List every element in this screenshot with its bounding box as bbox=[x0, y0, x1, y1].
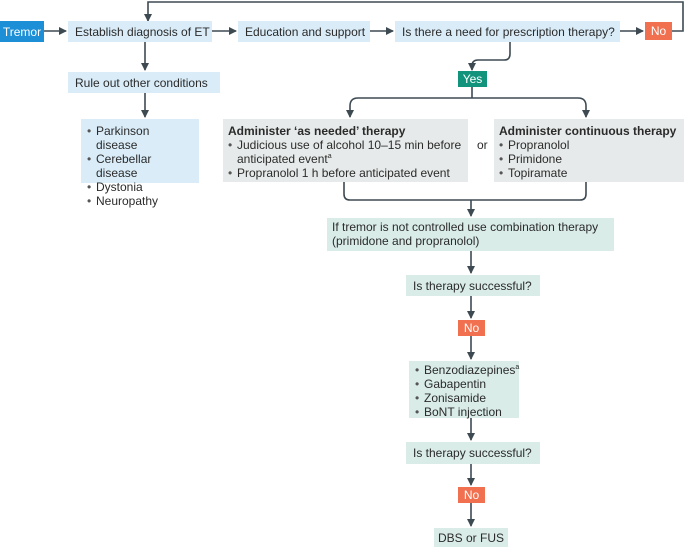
list-item: Propranolol 1 h before anticipated event bbox=[228, 166, 463, 180]
as-needed-item-1-text: Judicious use of alcohol 10–15 min befor… bbox=[237, 138, 462, 166]
arrow-yes-to-continuous bbox=[472, 97, 590, 118]
arrow-branches-to-combination bbox=[343, 182, 587, 201]
list-item: Propranolol bbox=[499, 138, 679, 152]
education-support-node: Education and support bbox=[238, 21, 370, 42]
or-label: or bbox=[477, 138, 488, 152]
no-badge-3: No bbox=[458, 487, 485, 503]
conditions-list-node: Parkinson disease Cerebellar disease Dys… bbox=[81, 119, 199, 208]
prescription-question-node: Is there a need for prescription therapy… bbox=[395, 21, 620, 42]
no-badge-2: No bbox=[458, 320, 485, 336]
list-item: Topiramate bbox=[499, 166, 679, 180]
list-item: Cerebellar disease bbox=[87, 152, 193, 180]
footnote-mark: a bbox=[327, 153, 332, 160]
list-item: Gabapentin bbox=[415, 377, 513, 391]
list-item: Primidone bbox=[499, 152, 679, 166]
list-item: Neuropathy bbox=[87, 194, 193, 208]
continuous-therapy-node: Administer continuous therapy Propranolo… bbox=[494, 119, 684, 182]
as-needed-therapy-node: Administer ‘as needed’ therapy Judicious… bbox=[223, 119, 468, 182]
list-item: Benzodiazepinesa bbox=[415, 363, 519, 377]
list-item: Zonisamide bbox=[415, 391, 513, 405]
second-line-first-text: Benzodiazepines bbox=[424, 363, 516, 377]
final-dbs-fus-node: DBS or FUS bbox=[434, 528, 508, 547]
as-needed-title: Administer ‘as needed’ therapy bbox=[228, 124, 406, 138]
arrow-yes-to-as-needed bbox=[346, 97, 472, 118]
yes-badge: Yes bbox=[458, 71, 487, 87]
continuous-title: Administer continuous therapy bbox=[499, 124, 677, 138]
list-item: Parkinson disease bbox=[87, 124, 193, 152]
list-item: BoNT injection bbox=[415, 405, 513, 419]
establish-diagnosis-node: Establish diagnosis of ET bbox=[68, 21, 212, 42]
combination-therapy-node: If tremor is not controlled use combinat… bbox=[327, 218, 614, 251]
arrow-no-loop-back bbox=[144, 1, 684, 32]
footnote-mark: a bbox=[515, 364, 520, 371]
rule-out-node: Rule out other conditions bbox=[68, 72, 220, 93]
list-item: Dystonia bbox=[87, 180, 193, 194]
list-item: Judicious use of alcohol 10–15 min befor… bbox=[228, 138, 463, 166]
no-badge-1: No bbox=[645, 22, 672, 40]
second-line-therapy-node: Benzodiazepinesa Gabapentin Zonisamide B… bbox=[409, 361, 519, 419]
success-question-1: Is therapy successful? bbox=[406, 275, 540, 296]
tremor-node: Tremor bbox=[0, 21, 44, 42]
success-question-2: Is therapy successful? bbox=[406, 442, 540, 464]
arrow-question-to-yes bbox=[468, 42, 511, 71]
